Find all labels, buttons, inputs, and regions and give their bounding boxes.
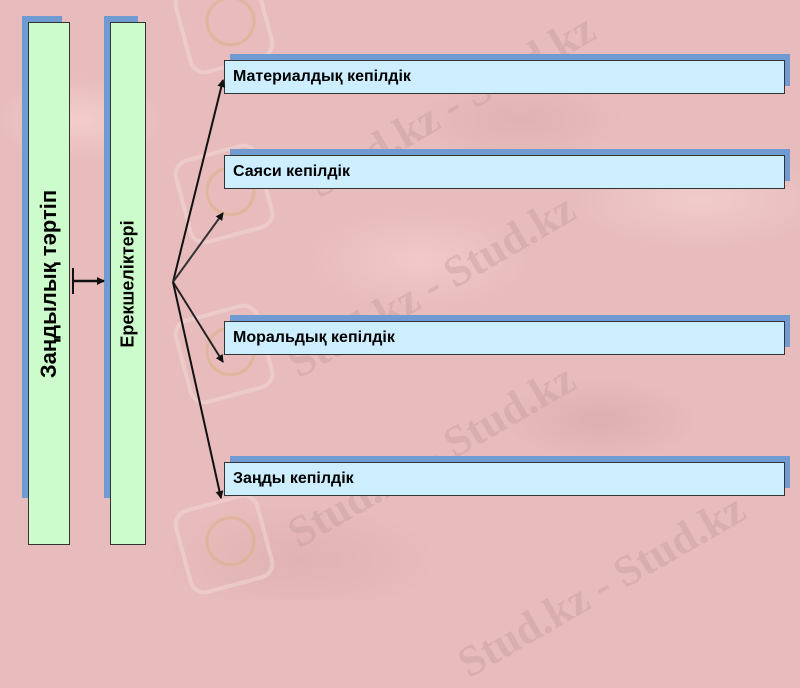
branch-box-moral: Моральдық кепілдік [224,321,785,355]
root-box: Заңдылық тәртіп [28,22,70,545]
arrow-to-legal [172,281,224,499]
middle-box: Ерекшеліктері [110,22,146,545]
branch-box-legal: Заңды кепілдік [224,462,785,496]
branch-label: Саяси кепілдік [233,163,350,180]
branch-label: Материалдық кепілдік [233,68,411,85]
branch-box-material: Материалдық кепілдік [224,60,785,94]
arrow-to-political [172,212,224,283]
arrow-to-material [172,79,226,283]
branch-label: Заңды кепілдік [233,470,354,487]
connector-arrows [72,79,226,499]
branch-box-political: Саяси кепілдік [224,155,785,189]
branch-label: Моральдық кепілдік [233,329,395,346]
arrow-to-moral [172,281,224,363]
